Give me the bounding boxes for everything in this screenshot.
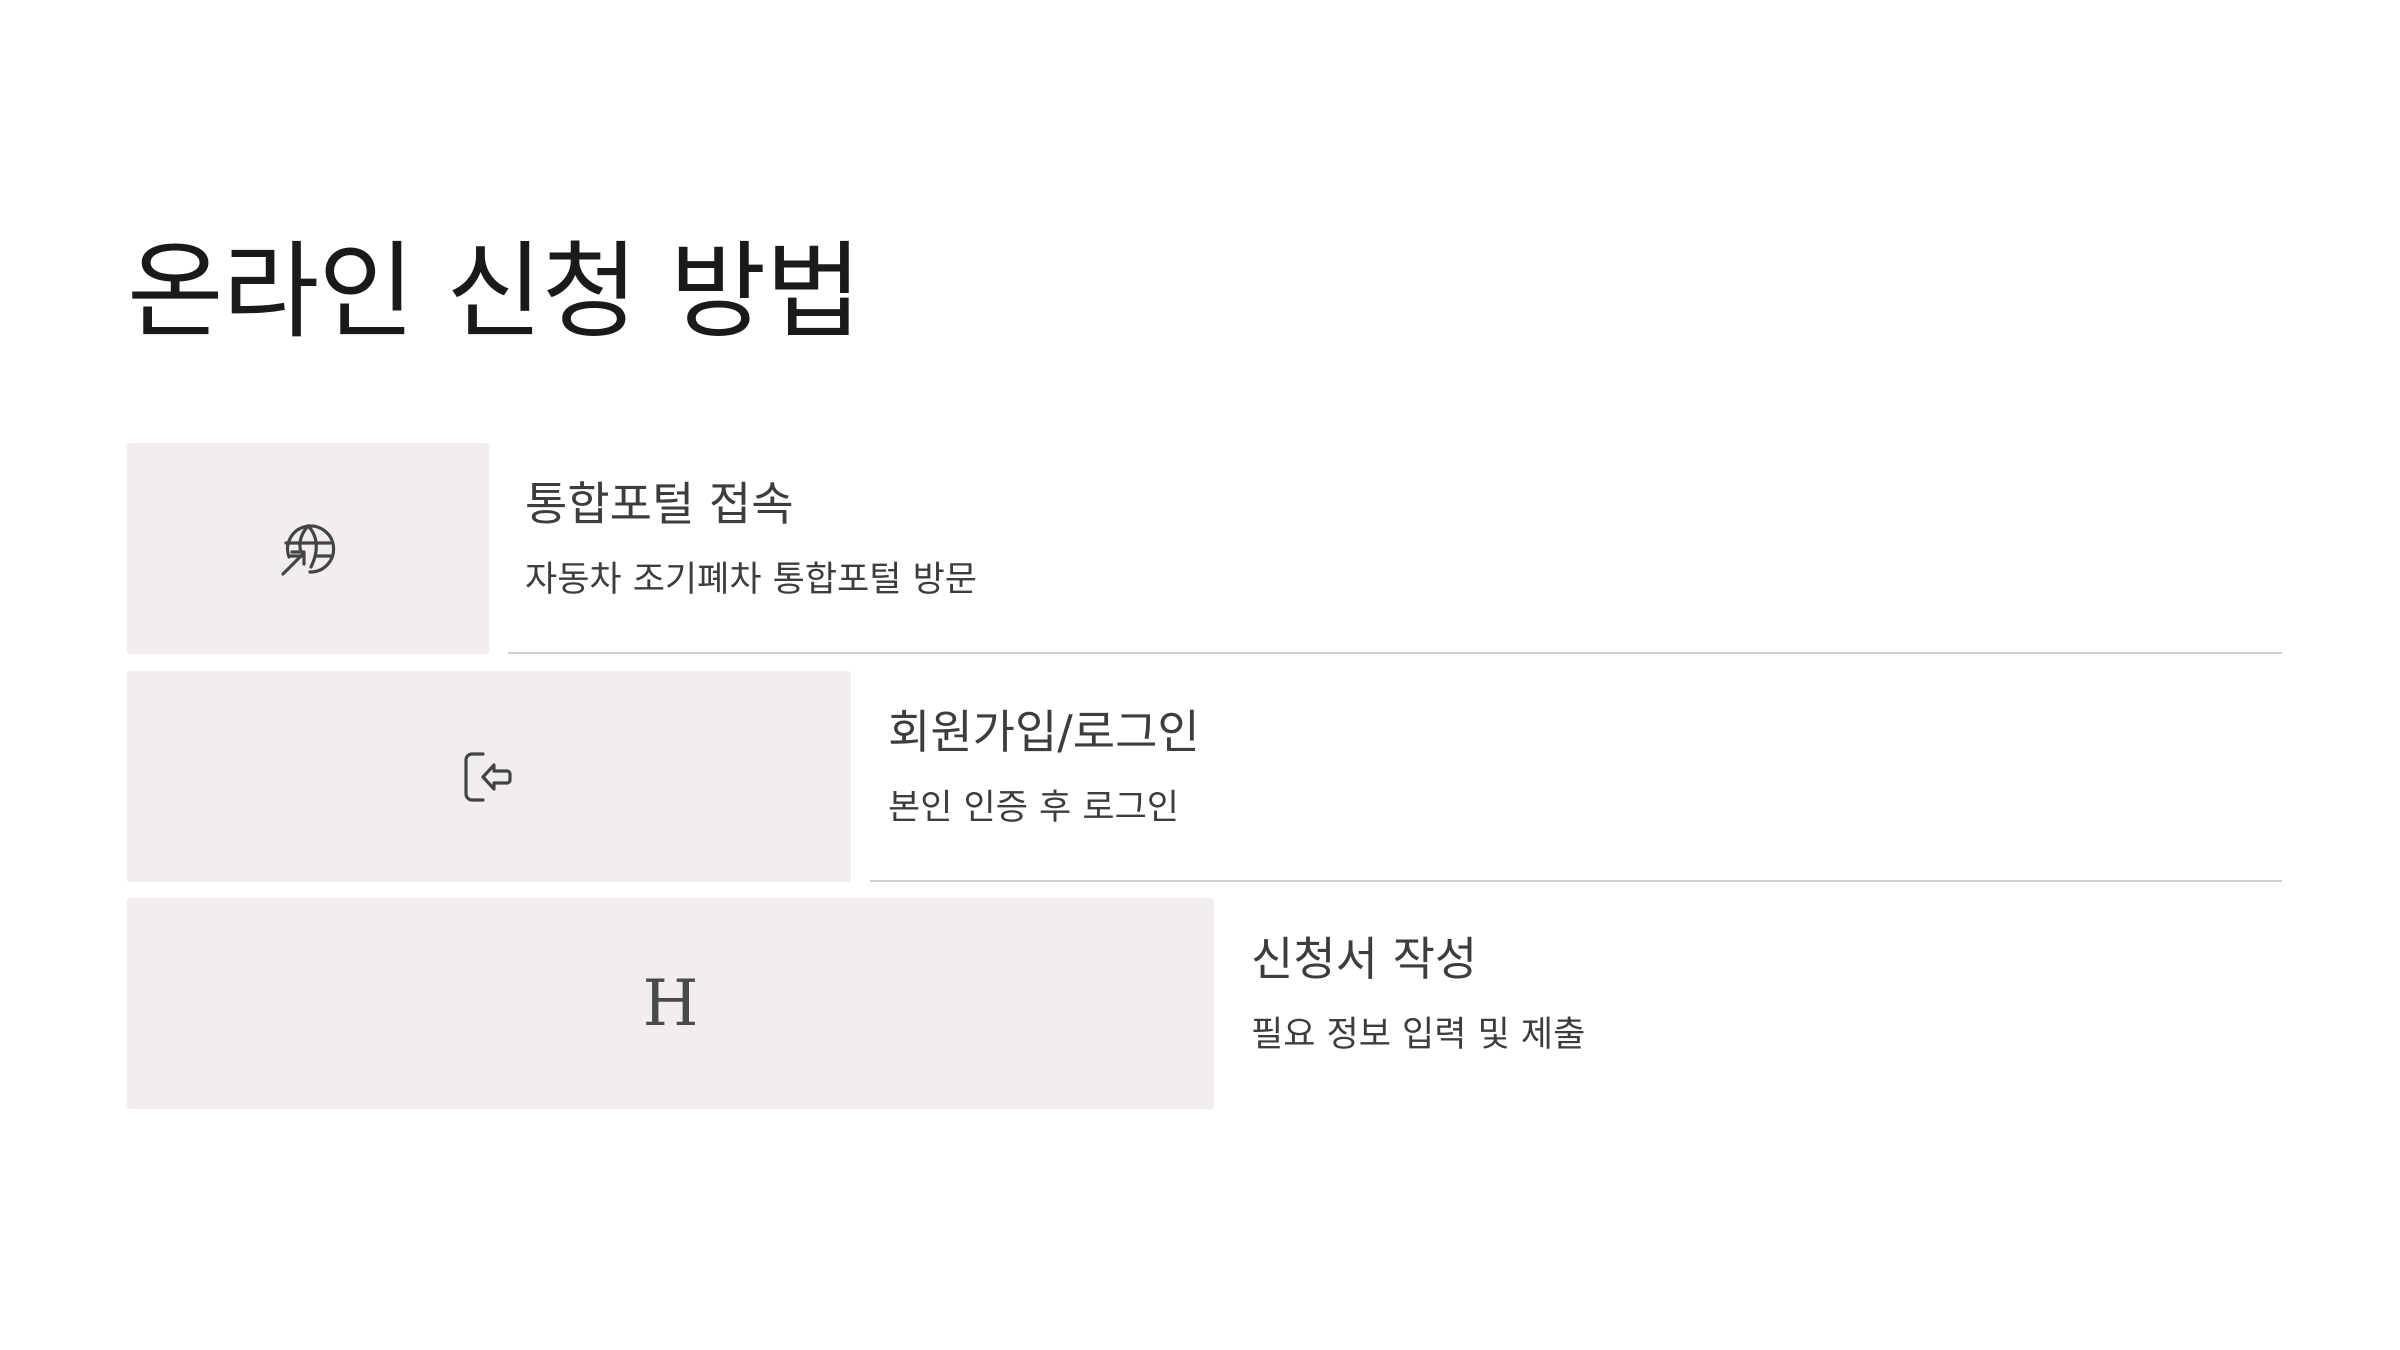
letter-h-icon: H [642,966,699,1041]
login-icon [461,749,517,805]
step-3-heading: 신청서 작성 [1251,932,1478,986]
page-title: 온라인 신청 방법 [127,231,862,353]
step-2-divider [870,880,2282,882]
step-2-description: 본인 인증 후 로그인 [888,788,1179,828]
step-1-divider [508,652,2282,654]
step-3-icon-box: H [127,898,1214,1109]
step-2-heading: 회원가입/로그인 [888,705,1200,759]
step-1-description: 자동차 조기폐차 통합포털 방문 [525,560,977,600]
globe-arrow-icon [280,521,336,577]
step-3-description: 필요 정보 입력 및 제출 [1251,1015,1586,1055]
step-1-icon-box [127,443,489,654]
step-1-heading: 통합포털 접속 [525,477,794,531]
step-2-icon-box [127,671,851,882]
